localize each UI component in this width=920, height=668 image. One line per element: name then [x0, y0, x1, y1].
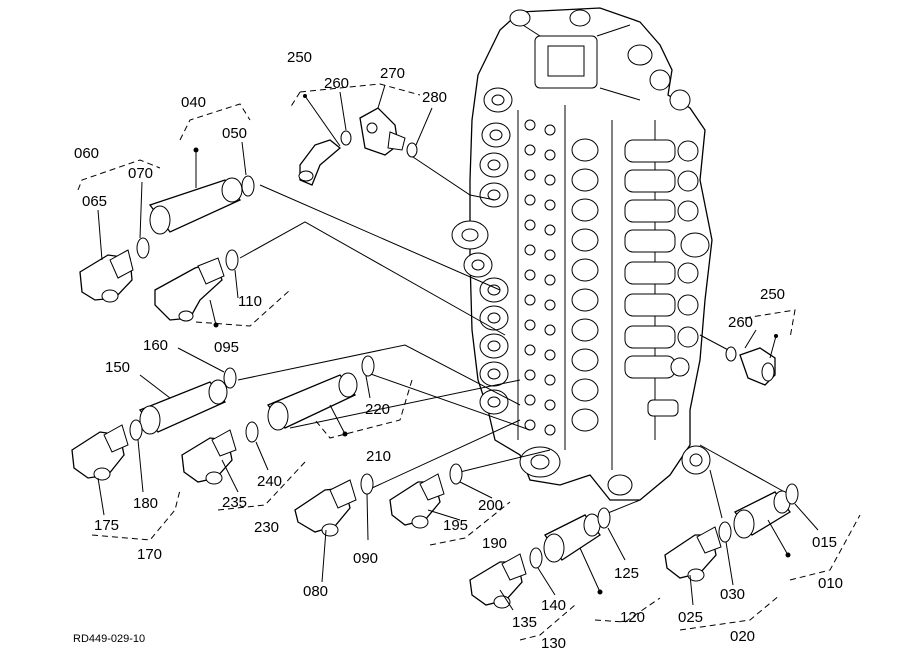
label-050: 050 [222, 125, 247, 142]
oring-260b [725, 346, 737, 362]
label-010: 010 [818, 575, 843, 592]
label-150: 150 [105, 359, 130, 376]
part-elbow-095 [154, 257, 225, 328]
part-elbow-235 [181, 429, 237, 485]
drawing-id: RD449-029-10 [73, 633, 145, 645]
part-labels: 250 260 270 280 040 050 060 070 065 110 … [74, 49, 843, 652]
label-270: 270 [380, 65, 405, 82]
label-020: 020 [730, 628, 755, 645]
label-065: 065 [82, 193, 107, 210]
oring-280 [406, 142, 418, 158]
oring-110 [225, 249, 239, 271]
label-125: 125 [614, 565, 639, 582]
label-060: 060 [74, 145, 99, 162]
part-adapter-210 [266, 372, 358, 437]
oring-015 [785, 483, 799, 505]
part-elbow-135 [469, 553, 527, 609]
part-elbow-025 [664, 526, 722, 582]
label-135: 135 [512, 614, 537, 631]
label-leaders [97, 84, 819, 611]
label-180: 180 [133, 495, 158, 512]
oring-070 [136, 237, 150, 259]
oring-125 [597, 507, 611, 529]
part-elbow-250b [739, 334, 778, 386]
label-080: 080 [303, 583, 328, 600]
label-030: 030 [720, 586, 745, 603]
label-280: 280 [422, 89, 447, 106]
part-adapter-150 [138, 379, 228, 435]
label-095: 095 [214, 339, 239, 356]
oring-180 [129, 419, 143, 441]
label-140: 140 [541, 597, 566, 614]
label-260-right: 260 [728, 314, 753, 331]
part-tee-270 [359, 107, 406, 156]
leader-lines [237, 154, 791, 519]
part-elbow-065 [79, 249, 134, 303]
label-195: 195 [443, 517, 468, 534]
oring-220 [361, 355, 375, 377]
part-adapter-010 [733, 490, 791, 558]
label-040: 040 [181, 94, 206, 111]
oring-260a [340, 130, 352, 146]
oring-240 [245, 421, 259, 443]
oring-030 [718, 521, 732, 543]
label-230: 230 [254, 519, 279, 536]
oring-090 [360, 473, 374, 495]
oring-140 [529, 547, 543, 569]
control-valve-body [451, 7, 713, 501]
label-120: 120 [620, 609, 645, 626]
label-250-right: 250 [760, 286, 785, 303]
group-brackets [77, 83, 861, 641]
part-elbow-080 [294, 479, 357, 537]
label-160: 160 [143, 337, 168, 354]
label-235: 235 [222, 494, 247, 511]
label-240: 240 [257, 473, 282, 490]
oring-050 [241, 175, 255, 197]
label-090: 090 [353, 550, 378, 567]
label-025: 025 [678, 609, 703, 626]
part-elbow-250 [298, 94, 342, 186]
part-adapter-120 [543, 513, 603, 595]
part-adapter-040 [148, 147, 243, 235]
label-250-top: 250 [287, 49, 312, 66]
label-175: 175 [94, 517, 119, 534]
oring-160 [223, 367, 237, 389]
label-200: 200 [478, 497, 503, 514]
part-elbow-195 [389, 473, 445, 529]
label-070: 070 [128, 165, 153, 182]
label-220: 220 [365, 401, 390, 418]
oring-200 [449, 463, 463, 485]
label-015: 015 [812, 534, 837, 551]
label-260-top: 260 [324, 75, 349, 92]
label-170: 170 [137, 546, 162, 563]
label-110: 110 [238, 293, 262, 310]
label-130: 130 [541, 635, 566, 652]
label-190: 190 [482, 535, 507, 552]
part-elbow-175 [71, 424, 129, 481]
label-210: 210 [366, 448, 391, 465]
